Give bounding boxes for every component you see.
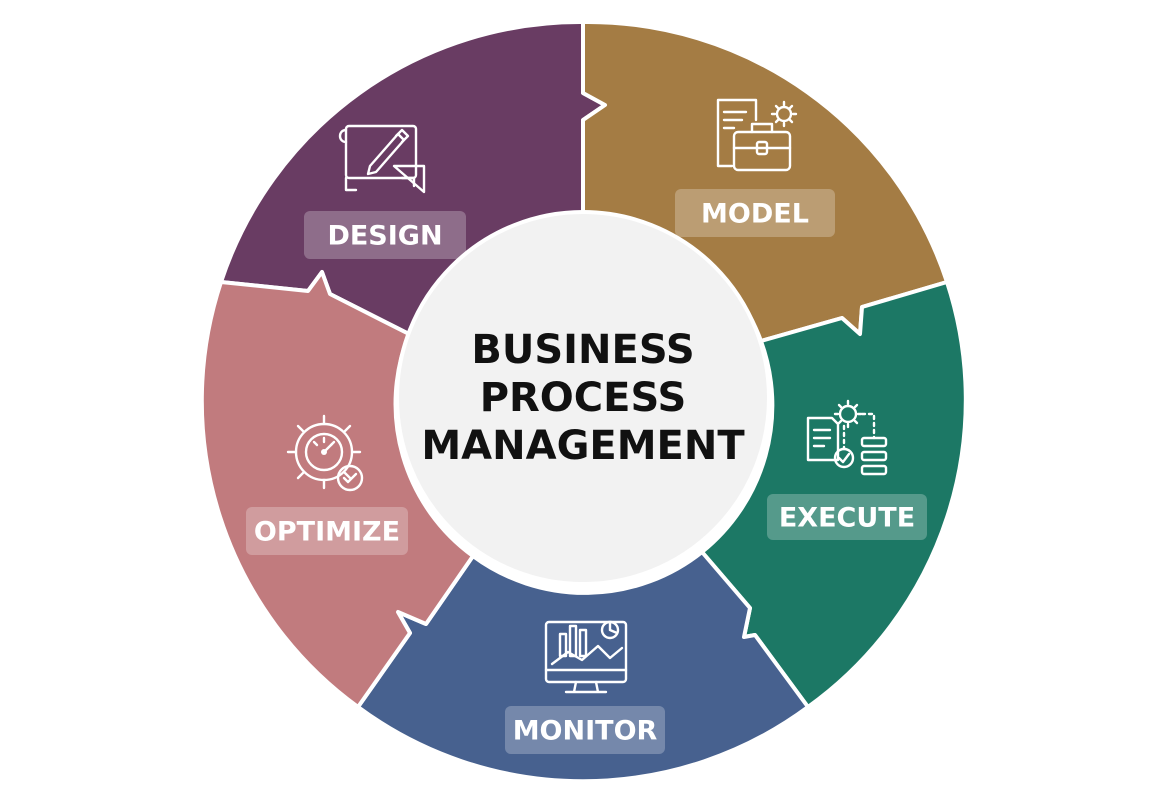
monitor-chart-icon xyxy=(544,620,628,694)
blueprint-pencil-icon xyxy=(338,124,426,194)
design-label-bg xyxy=(304,211,466,259)
design-label: DESIGN xyxy=(327,221,442,252)
optimize-label: OPTIMIZE xyxy=(254,517,400,548)
monitor-label: MONITOR xyxy=(513,716,658,747)
center-title-line-1: BUSINESS xyxy=(471,327,694,373)
center-circle xyxy=(395,210,771,586)
document-gear-checklist-icon xyxy=(806,399,888,476)
center-title-line-2: PROCESS xyxy=(480,375,687,421)
model-label-bg xyxy=(675,189,835,237)
monitor-label-bg xyxy=(505,706,665,754)
center-title-line-3: MANAGEMENT xyxy=(421,423,745,469)
optimize-label-bg xyxy=(246,507,408,555)
document-briefcase-gear-icon xyxy=(716,98,798,172)
execute-label: EXECUTE xyxy=(779,503,915,534)
gear-gauge-check-icon xyxy=(286,414,364,492)
segment-optimize xyxy=(199,270,475,709)
execute-label-bg xyxy=(767,494,927,540)
model-label: MODEL xyxy=(701,199,809,230)
